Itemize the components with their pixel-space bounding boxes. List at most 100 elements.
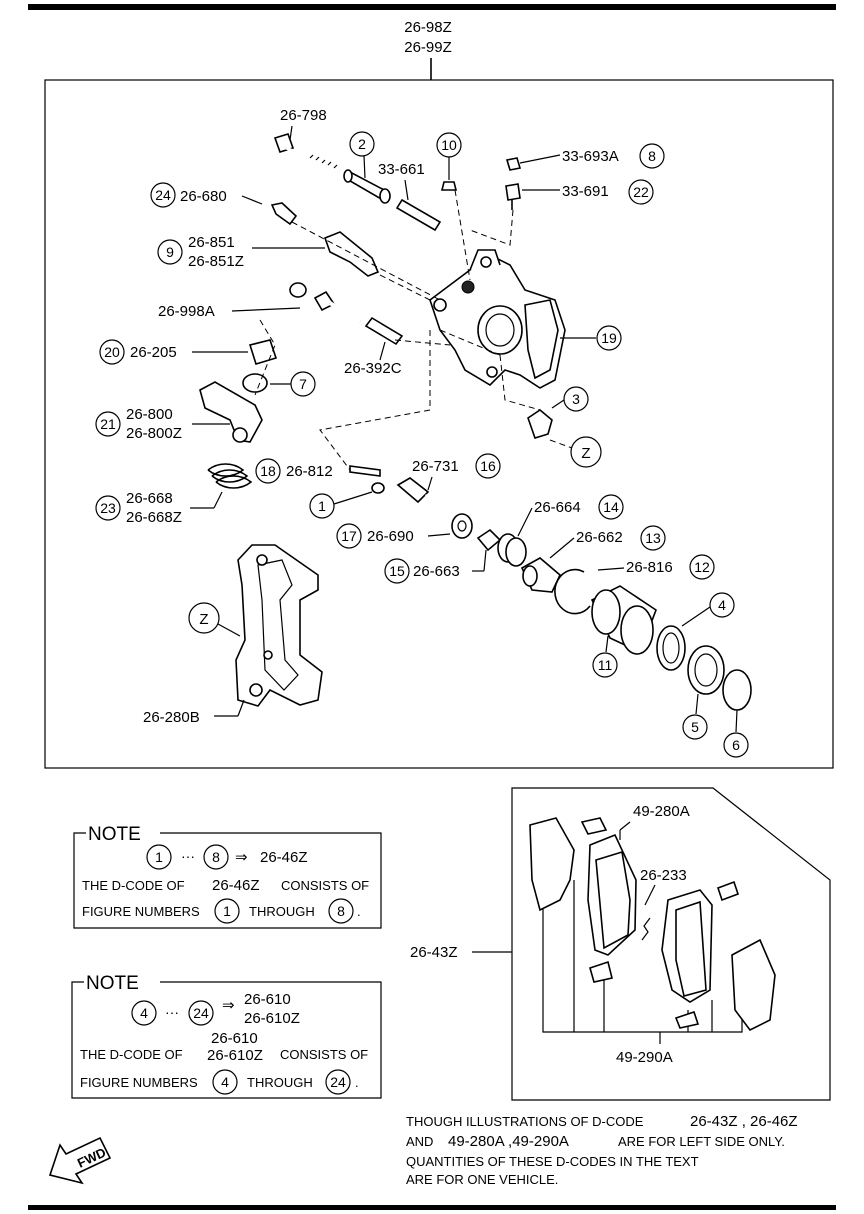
leader-4 — [681, 606, 711, 627]
pin-33-661 — [395, 198, 442, 232]
callout-2: 2 — [358, 136, 366, 152]
note-2-arrow: ⇒ — [222, 997, 235, 1014]
fwd-arrow-icon: FWD — [48, 1136, 112, 1185]
callout-12: 12 — [694, 559, 710, 575]
top-rule — [28, 4, 836, 10]
leader-2 — [363, 155, 366, 179]
note-1-from: 1 — [155, 849, 163, 865]
callout-19: 19 — [601, 330, 617, 346]
leader-26-668b — [213, 491, 223, 509]
callout-circle-1 — [309, 493, 335, 519]
callout-10: 10 — [441, 137, 457, 153]
spindle-26-731 — [396, 477, 471, 517]
note-2-l3e: . — [355, 1075, 359, 1090]
note-2-title: NOTE — [86, 973, 139, 994]
label-49-280A: 49-280A — [633, 803, 690, 820]
lever-26-800 — [199, 381, 263, 443]
bolt-26-680 — [270, 202, 298, 226]
leader-49-280A — [619, 821, 631, 831]
footnote-l4: ARE FOR ONE VEHICLE. — [406, 1172, 558, 1187]
callout-circle-22 — [628, 179, 654, 205]
callout-24: 24 — [155, 187, 171, 203]
note-1-result: 26-46Z — [260, 849, 308, 866]
callout-circle-19 — [596, 325, 622, 351]
leader-26-680 — [241, 195, 263, 205]
callout-circle-Z1 — [570, 436, 602, 468]
bolt-26-998A — [313, 290, 362, 324]
callout-circle-Z2 — [188, 602, 220, 634]
bracket-26-280B — [235, 544, 323, 707]
label-26-663: 26-663 — [413, 563, 460, 580]
callout-23: 23 — [100, 500, 116, 516]
sleeve-26-392C — [364, 316, 404, 346]
callout-15: 15 — [389, 563, 405, 579]
leader-26-663b — [483, 549, 487, 572]
label-33-691: 33-691 — [562, 183, 609, 200]
dust-cap-10 — [440, 181, 458, 191]
note-1-l2b: 26-46Z — [212, 877, 260, 894]
callout-circle-4 — [709, 592, 735, 618]
label-26-731: 26-731 — [412, 458, 459, 475]
note-2-l3a: FIGURE NUMBERS — [80, 1075, 198, 1090]
label-26-800Z: 26-800Z — [126, 425, 182, 442]
label-26-680: 26-680 — [180, 188, 227, 205]
seal-4 — [656, 625, 686, 671]
callout-circle-17 — [336, 523, 362, 549]
leader-Z1 — [549, 439, 573, 449]
seal-7 — [242, 373, 268, 393]
callout-circle-11 — [592, 652, 618, 678]
ring-26-998A — [289, 282, 307, 298]
callout-circle-7 — [290, 371, 316, 397]
dashed-guides — [254, 189, 541, 471]
callout-21: 21 — [100, 416, 116, 432]
footnote-l1b: 26-43Z , 26-46Z — [690, 1113, 798, 1130]
label-26-812: 26-812 — [286, 463, 333, 480]
footnote-l2c: ARE FOR LEFT SIDE ONLY. — [618, 1134, 785, 1149]
label-26-43Z: 26-43Z — [410, 944, 458, 961]
label-26-205: 26-205 — [130, 344, 177, 361]
callout-circle-9 — [157, 239, 183, 265]
label-26-798: 26-798 — [280, 107, 327, 124]
bottom-rule — [28, 1205, 836, 1210]
note-2-l2c: CONSISTS OF — [280, 1047, 368, 1062]
note-2-l3b: 4 — [221, 1074, 229, 1090]
note-1-l2a: THE D-CODE OF — [82, 878, 185, 893]
caliper-body — [429, 249, 566, 389]
callout-circle-18 — [255, 458, 281, 484]
adjuster-face — [522, 565, 538, 587]
snapring-26-816 — [554, 568, 591, 615]
footnote-l1a: THOUGH ILLUSTRATIONS OF D-CODE — [406, 1114, 644, 1129]
note-1-l3e: . — [357, 904, 361, 919]
note-2: NOTE 4 ··· 24 ⇒ 26-610 26-610Z 26-610 TH… — [71, 973, 382, 1099]
callout-6: 6 — [732, 737, 740, 753]
callout-18: 18 — [260, 463, 276, 479]
note-2-l2top: 26-610 — [211, 1030, 258, 1047]
callout-22: 22 — [633, 184, 649, 200]
callout-circle-15 — [384, 558, 410, 584]
note-1-l3c: THROUGH — [249, 904, 315, 919]
leader-Z2 — [217, 623, 241, 637]
note-2-dots: ··· — [165, 1004, 179, 1020]
label-26-392C: 26-392C — [344, 360, 402, 377]
label-26-280B: 26-280B — [143, 709, 200, 726]
callout-circle-13 — [640, 525, 666, 551]
footnote: THOUGH ILLUSTRATIONS OF D-CODE 26-43Z , … — [406, 1113, 798, 1187]
leader-26-233 — [644, 884, 656, 906]
leader-6 — [735, 709, 738, 733]
label-26-800: 26-800 — [126, 406, 173, 423]
leader-26-998A — [231, 307, 301, 312]
note-1-l3d: 8 — [337, 903, 345, 919]
leader-33-661 — [404, 179, 409, 201]
callout-11: 11 — [598, 657, 613, 673]
spring-26-664b — [505, 537, 527, 567]
note-1-to: 8 — [212, 849, 220, 865]
leader-26-731 — [427, 476, 433, 491]
piston-26-205 — [248, 339, 278, 365]
label-26-851: 26-851 — [188, 234, 235, 251]
callout-circle-23 — [95, 495, 121, 521]
callout-circle-16 — [475, 453, 501, 479]
label-49-290A: 49-290A — [616, 1049, 673, 1066]
callout-7: 7 — [299, 376, 307, 392]
callout-circle-21 — [95, 411, 121, 437]
note-1: NOTE 1 ··· 8 ⇒ 26-46Z THE D-CODE OF 26-4… — [73, 824, 382, 929]
